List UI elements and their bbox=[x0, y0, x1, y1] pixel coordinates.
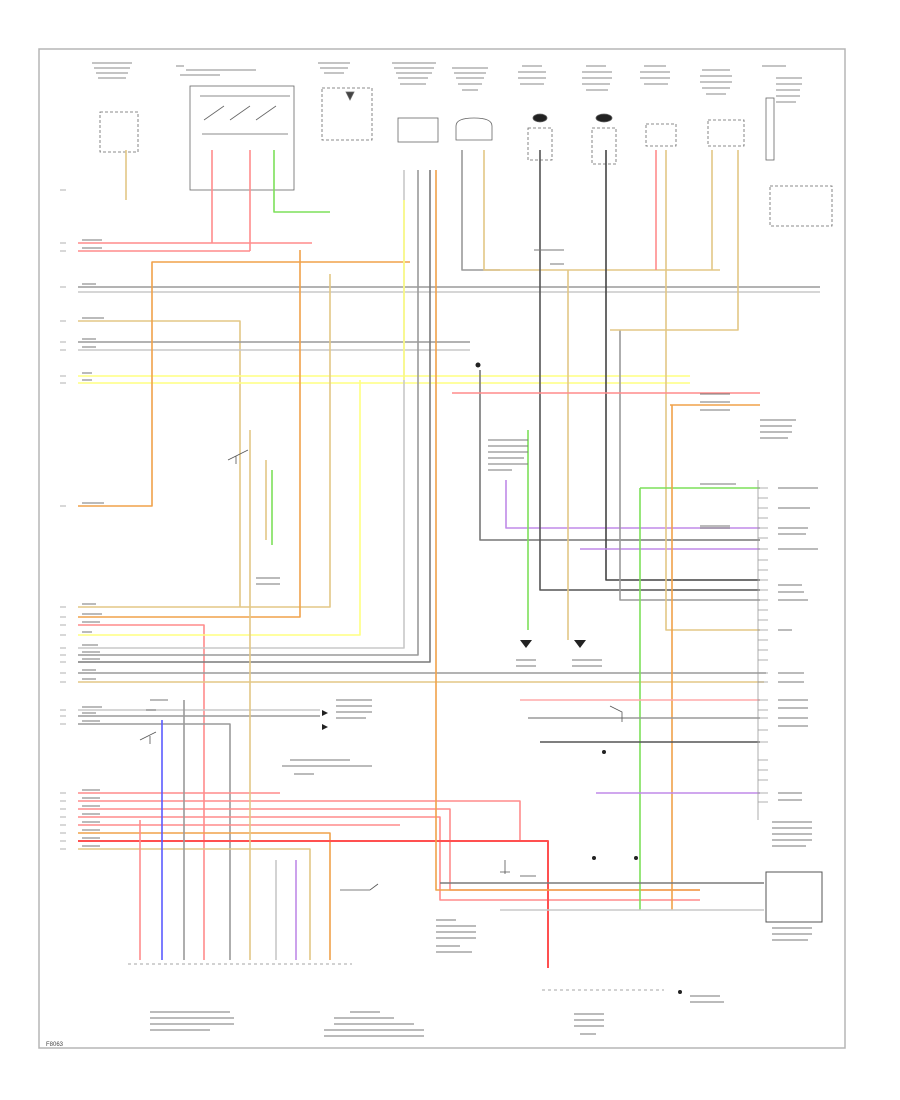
sensor-box-4 bbox=[397, 117, 439, 143]
wire-yellow-3 bbox=[78, 380, 361, 636]
switch-symbol-5 bbox=[500, 860, 510, 874]
top-components bbox=[92, 62, 833, 227]
wire-gray-down-4 bbox=[619, 330, 760, 601]
sensor-box-5 bbox=[455, 117, 493, 141]
splice-dot-3 bbox=[634, 856, 638, 860]
switch-assembly-box bbox=[189, 85, 295, 191]
wire-runs bbox=[78, 150, 820, 968]
splice-dot-2 bbox=[592, 856, 596, 860]
wire-orange-down bbox=[670, 404, 760, 910]
wire-red-5 bbox=[78, 800, 521, 840]
wire-gray-center bbox=[461, 150, 500, 271]
wire-gray-down-2 bbox=[539, 150, 760, 591]
arrow-1 bbox=[322, 710, 328, 730]
illegible-labels bbox=[82, 239, 818, 1037]
injector-1-icon bbox=[532, 113, 548, 123]
ground-symbol-1 bbox=[520, 640, 532, 648]
switch-symbol-2 bbox=[139, 731, 157, 744]
wire-tan-down-4 bbox=[610, 150, 739, 331]
wire-gray-11 bbox=[78, 723, 231, 960]
sensor-box-8 bbox=[645, 123, 677, 147]
connectors bbox=[60, 189, 823, 994]
wire-orange-center bbox=[435, 170, 700, 891]
wire-gray-6 bbox=[78, 170, 419, 656]
wire-tan-center bbox=[483, 150, 720, 271]
ground-symbol-2 bbox=[574, 640, 586, 648]
ecm-connector-right bbox=[757, 480, 768, 820]
wire-green-riser bbox=[273, 150, 330, 213]
component-captions bbox=[92, 62, 802, 103]
sensor-box-9 bbox=[707, 119, 745, 147]
injector-2-icon bbox=[595, 113, 613, 123]
wire-gray-down-3 bbox=[605, 150, 760, 581]
wire-red-9 bbox=[78, 840, 549, 968]
wire-green-2 bbox=[639, 487, 760, 910]
splice-dot-5 bbox=[602, 750, 606, 754]
splice-dot-4 bbox=[678, 990, 682, 994]
wire-orange-1 bbox=[78, 261, 410, 507]
wire-tan-2 bbox=[78, 274, 331, 608]
diagram-border bbox=[38, 48, 846, 1049]
wire-orange-2 bbox=[78, 250, 301, 618]
wire-red-7 bbox=[78, 816, 700, 901]
switch-symbol-3 bbox=[609, 705, 623, 722]
sensor-box-1 bbox=[99, 111, 139, 153]
wire-gray-7 bbox=[78, 170, 431, 663]
switch-symbol-4 bbox=[340, 883, 379, 891]
switch-symbol-1 bbox=[227, 449, 249, 464]
relay-box bbox=[769, 185, 833, 227]
wire-gray-5 bbox=[78, 170, 405, 649]
wire-tan-down-2 bbox=[665, 150, 760, 631]
wire-tan-4 bbox=[78, 848, 311, 960]
wire-tan-1 bbox=[78, 320, 241, 607]
sensor-box-3 bbox=[321, 87, 373, 141]
sensor-box-right-lower bbox=[765, 871, 823, 923]
sensor-box-10 bbox=[765, 97, 775, 161]
wire-violet-1 bbox=[505, 480, 760, 529]
splice-dot-1 bbox=[475, 362, 481, 368]
diagram-id-label: F8063 bbox=[46, 1042, 64, 1048]
injector-2-body bbox=[591, 127, 617, 165]
ecm-connector-left bbox=[60, 189, 66, 850]
